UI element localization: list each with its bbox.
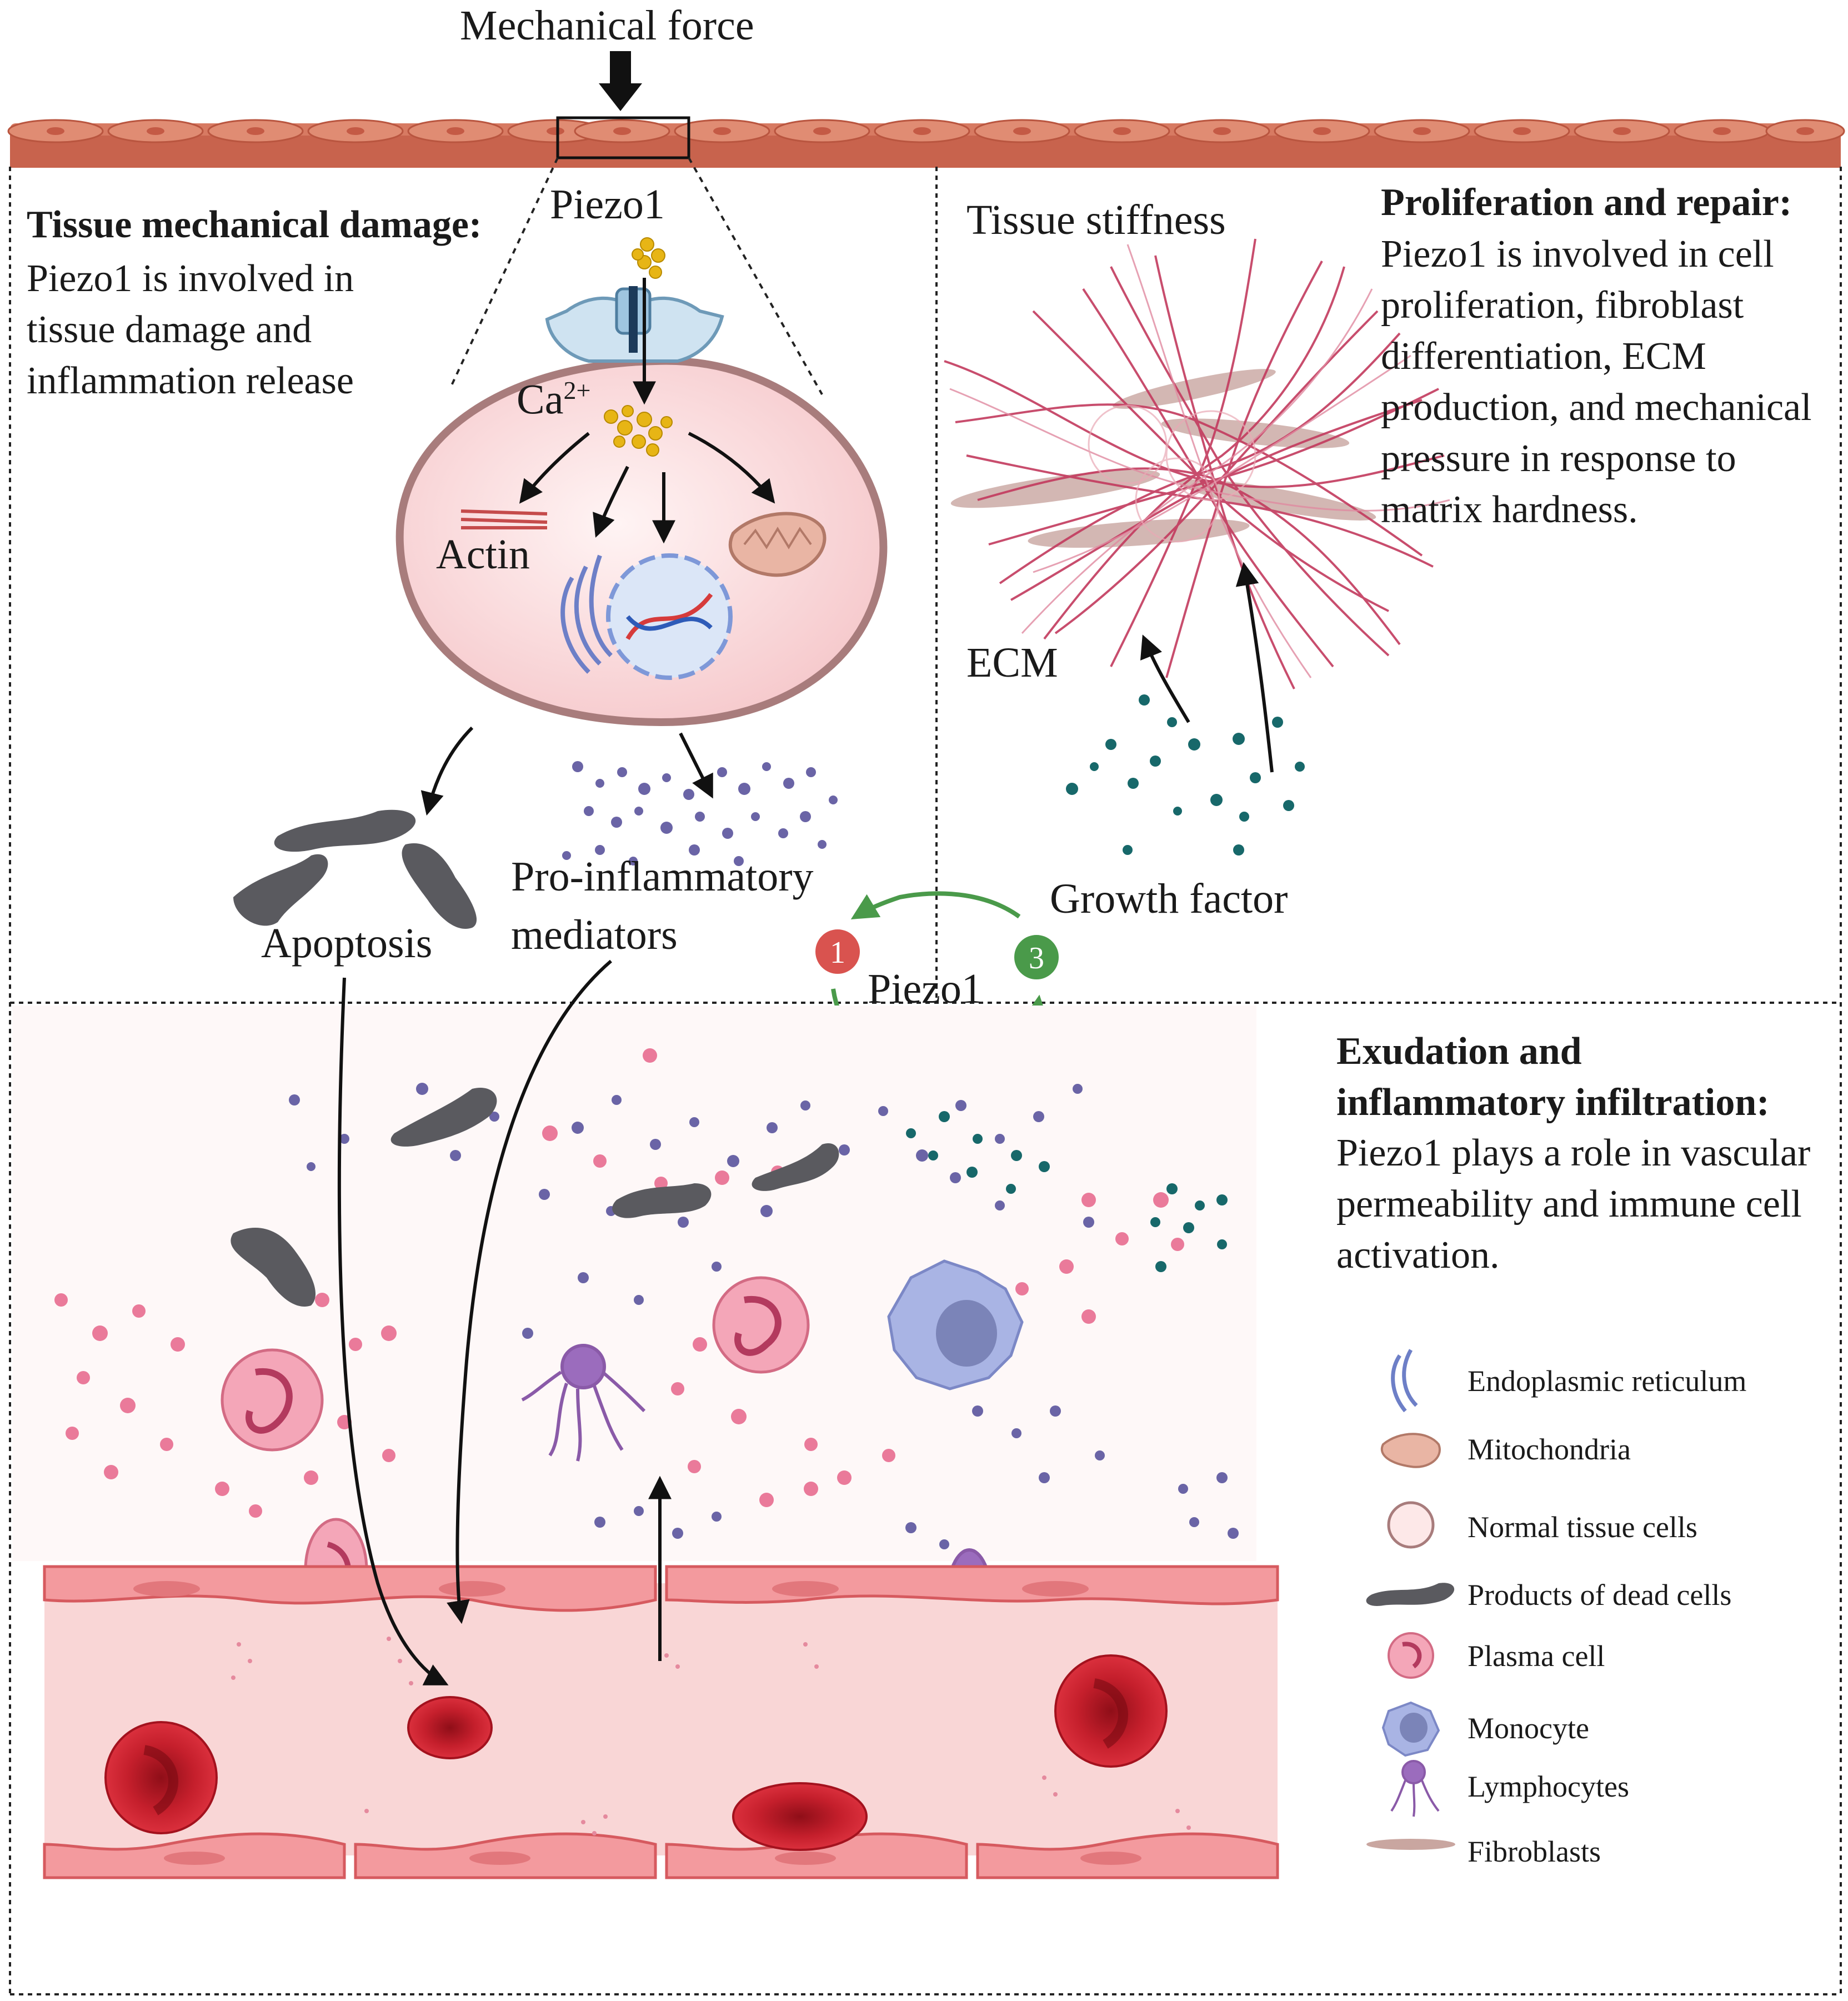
- piezo-channel-icon: [545, 286, 724, 363]
- dead-cell-products-top: [233, 809, 477, 929]
- nucleus-icon: [606, 553, 733, 680]
- force-arrow: [556, 51, 690, 159]
- calcium-label-sup: 2+: [563, 376, 591, 404]
- mitochondria-icon: [728, 512, 827, 577]
- legend-monocyte-icon: [1381, 1701, 1440, 1757]
- damage-body: Piezo1 is involved in tissue damage and …: [27, 257, 354, 402]
- apoptosis-label: Apoptosis: [261, 920, 433, 967]
- blood-vessel: [43, 1565, 1279, 1879]
- tissue-cell-zoom: [395, 237, 888, 727]
- exudation-heading-2: inflammatory infiltration:: [1336, 1081, 1770, 1124]
- actin-label: Actin: [436, 531, 530, 578]
- cycle-center-label: Piezo1: [868, 966, 983, 1012]
- legend-dead-cell-icon: [1366, 1583, 1455, 1606]
- legend-label-fibroblasts: Fibroblasts: [1468, 1835, 1601, 1868]
- legend-label-dead-cells: Products of dead cells: [1468, 1578, 1732, 1612]
- legend-tissue-cell-icon: [1387, 1501, 1435, 1549]
- legend-fibroblast-icon: [1366, 1839, 1455, 1850]
- tissue-stiffness-label: Tissue stiffness: [966, 197, 1226, 243]
- ecm-fibers: [944, 238, 1450, 689]
- calcium-ions: [604, 237, 673, 457]
- legend-label-monocyte: Monocyte: [1468, 1712, 1589, 1745]
- legend-lymphocyte-icon: [1390, 1760, 1440, 1817]
- calcium-label-text: Ca: [517, 376, 564, 423]
- legend-mitochondria-icon: [1381, 1433, 1441, 1468]
- cycle-step-3: 3: [1012, 933, 1061, 982]
- legend-label-lymphocytes: Lymphocytes: [1468, 1770, 1629, 1803]
- damage-heading-text: Tissue mechanical damage: [27, 203, 469, 246]
- legend-icons: [1366, 1349, 1455, 1850]
- mediators-label-1: Pro-inflammatory: [511, 853, 814, 900]
- piezo1-label: Piezo1: [550, 181, 665, 228]
- cycle-step-3-label: 3: [1029, 941, 1044, 976]
- calcium-label: Ca2+: [517, 378, 590, 421]
- cycle-step-1-label: 1: [830, 936, 845, 970]
- legend-er-icon: [1391, 1349, 1418, 1413]
- cycle-step-1: 1: [813, 927, 862, 976]
- mechanical-force-label: Mechanical force: [460, 2, 754, 49]
- ecm-label: ECM: [966, 639, 1058, 686]
- legend-plasma-cell-icon: [1388, 1632, 1434, 1679]
- zoom-lines: [449, 157, 823, 395]
- exudation-heading-1: Exudation and: [1336, 1030, 1582, 1073]
- panel-borders: [9, 167, 1842, 1995]
- legend-label-mitochondria: Mitochondria: [1468, 1433, 1631, 1466]
- er-icon: [560, 554, 613, 674]
- growth-factor-label: Growth factor: [1050, 876, 1288, 922]
- mediator-dots-top: [562, 761, 838, 866]
- legend-label-er: Endoplasmic reticulum: [1468, 1364, 1747, 1398]
- epithelium-layer: [7, 119, 1845, 168]
- legend-label-tissue-cells: Normal tissue cells: [1468, 1510, 1697, 1544]
- repair-heading: Proliferation and repair:: [1381, 181, 1792, 224]
- exudation-body: Piezo1 plays a role in vascular permeabi…: [1336, 1132, 1811, 1277]
- red-blood-cells: [104, 1654, 1168, 1851]
- actin-icon: [460, 509, 548, 529]
- exudation-heading-2-text: inflammatory infiltration: [1336, 1081, 1757, 1124]
- growth-factor-dots: [1066, 694, 1305, 856]
- mediators-label-2: mediators: [511, 912, 678, 958]
- dead-cell-products-bottom: [231, 1088, 839, 1307]
- legend-label-plasma-cell: Plasma cell: [1468, 1639, 1605, 1673]
- damage-heading: Tissue mechanical damage:: [27, 203, 482, 246]
- repair-body: Piezo1 is involved in cell proliferation…: [1381, 233, 1812, 531]
- repair-heading-text: Proliferation and repair: [1381, 181, 1779, 224]
